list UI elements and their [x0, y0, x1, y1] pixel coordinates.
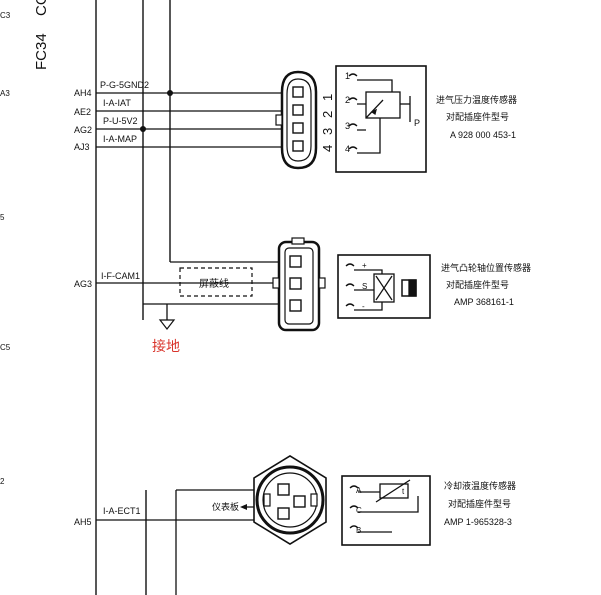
sensor-subtitle: 对配插座件型号 [446, 279, 509, 291]
cam-connector [272, 237, 326, 332]
symbol-pin-label: C [356, 506, 362, 515]
symbol-pin-label: + [362, 261, 367, 270]
ect-connector [253, 455, 327, 545]
ecu-label: FC34 [33, 33, 50, 70]
cam-sensor-symbol [337, 254, 431, 319]
connector-number: 3 [320, 128, 335, 135]
arrow-icon [240, 504, 247, 510]
signal-label: I-A-ECT1 [103, 506, 141, 516]
ground-label: 接地 [152, 338, 180, 355]
symbol-letter: t [402, 487, 405, 496]
edge-letter: 5 [0, 213, 5, 222]
symbol-letter: P [414, 118, 420, 128]
ecu-pin-label: AG3 [74, 279, 92, 289]
ecu-label-suffix: CC [33, 0, 50, 16]
map-connector [275, 70, 318, 170]
ect-sensor-symbol [341, 475, 431, 546]
symbol-pin-number: 1 [345, 71, 350, 81]
edge-letter: C3 [0, 11, 11, 20]
sensor-subtitle: 对配插座件型号 [446, 111, 509, 123]
signal-label: P-U-5V2 [103, 116, 138, 126]
shield-label: 屏蔽线 [199, 277, 229, 290]
edge-letter: 2 [0, 477, 5, 486]
signal-label: I-A-IAT [103, 98, 131, 108]
symbol-pin-number: 3 [345, 121, 350, 131]
connector-number: 1 [320, 94, 335, 101]
junction-dot [140, 126, 146, 132]
ect-sensor-section: AH5 I-A-ECT1 仪表板 A [74, 455, 516, 595]
symbol-pin-number: 2 [345, 95, 350, 105]
symbol-pin-label: S [362, 282, 367, 291]
ecu-pin-label: AH5 [74, 517, 92, 527]
signal-label: I-F-CAM1 [101, 271, 140, 281]
sensor-title: 冷却液温度传感器 [444, 480, 516, 492]
sensor-part-number: A 928 000 453-1 [450, 130, 516, 140]
map-sensor-section: AH4 AE2 AG2 AJ3 P-G-5GND2 I-A-IAT P-U-5V… [74, 65, 517, 173]
shield-box [179, 267, 253, 297]
edge-letter: C5 [0, 343, 11, 352]
cluster-label: 仪表板 [212, 501, 239, 513]
symbol-pin-number: 4 [345, 144, 350, 154]
signal-label: P-G-5GND2 [100, 80, 149, 90]
symbol-pin-label: A [356, 486, 362, 495]
sensor-title: 进气凸轮轴位置传感器 [441, 262, 531, 274]
sensor-title: 进气压力温度传感器 [436, 94, 517, 106]
symbol-pin-label: B [356, 526, 361, 535]
cam-sensor-section: AG3 I-F-CAM1 接地 屏蔽线 [74, 237, 531, 355]
ecu-pin-label: AJ3 [74, 142, 90, 152]
ecu-pin-label: AH4 [74, 88, 92, 98]
edge-letter: A3 [0, 89, 10, 98]
sensor-part-number: AMP 1-965328-3 [444, 517, 512, 527]
sensor-part-number: AMP 368161-1 [454, 297, 514, 307]
signal-label: I-A-MAP [103, 134, 137, 144]
ground-icon [158, 319, 176, 330]
junction-dot [167, 90, 173, 96]
ecu-pin-label: AG2 [74, 125, 92, 135]
sensor-subtitle: 对配插座件型号 [448, 498, 511, 510]
symbol-pin-label: - [362, 302, 365, 311]
ecu-pin-label: AE2 [74, 107, 91, 117]
main-bus-lines [95, 0, 171, 595]
connector-number: 4 [320, 145, 335, 152]
map-sensor-symbol [335, 65, 427, 173]
connector-number: 2 [320, 111, 335, 118]
